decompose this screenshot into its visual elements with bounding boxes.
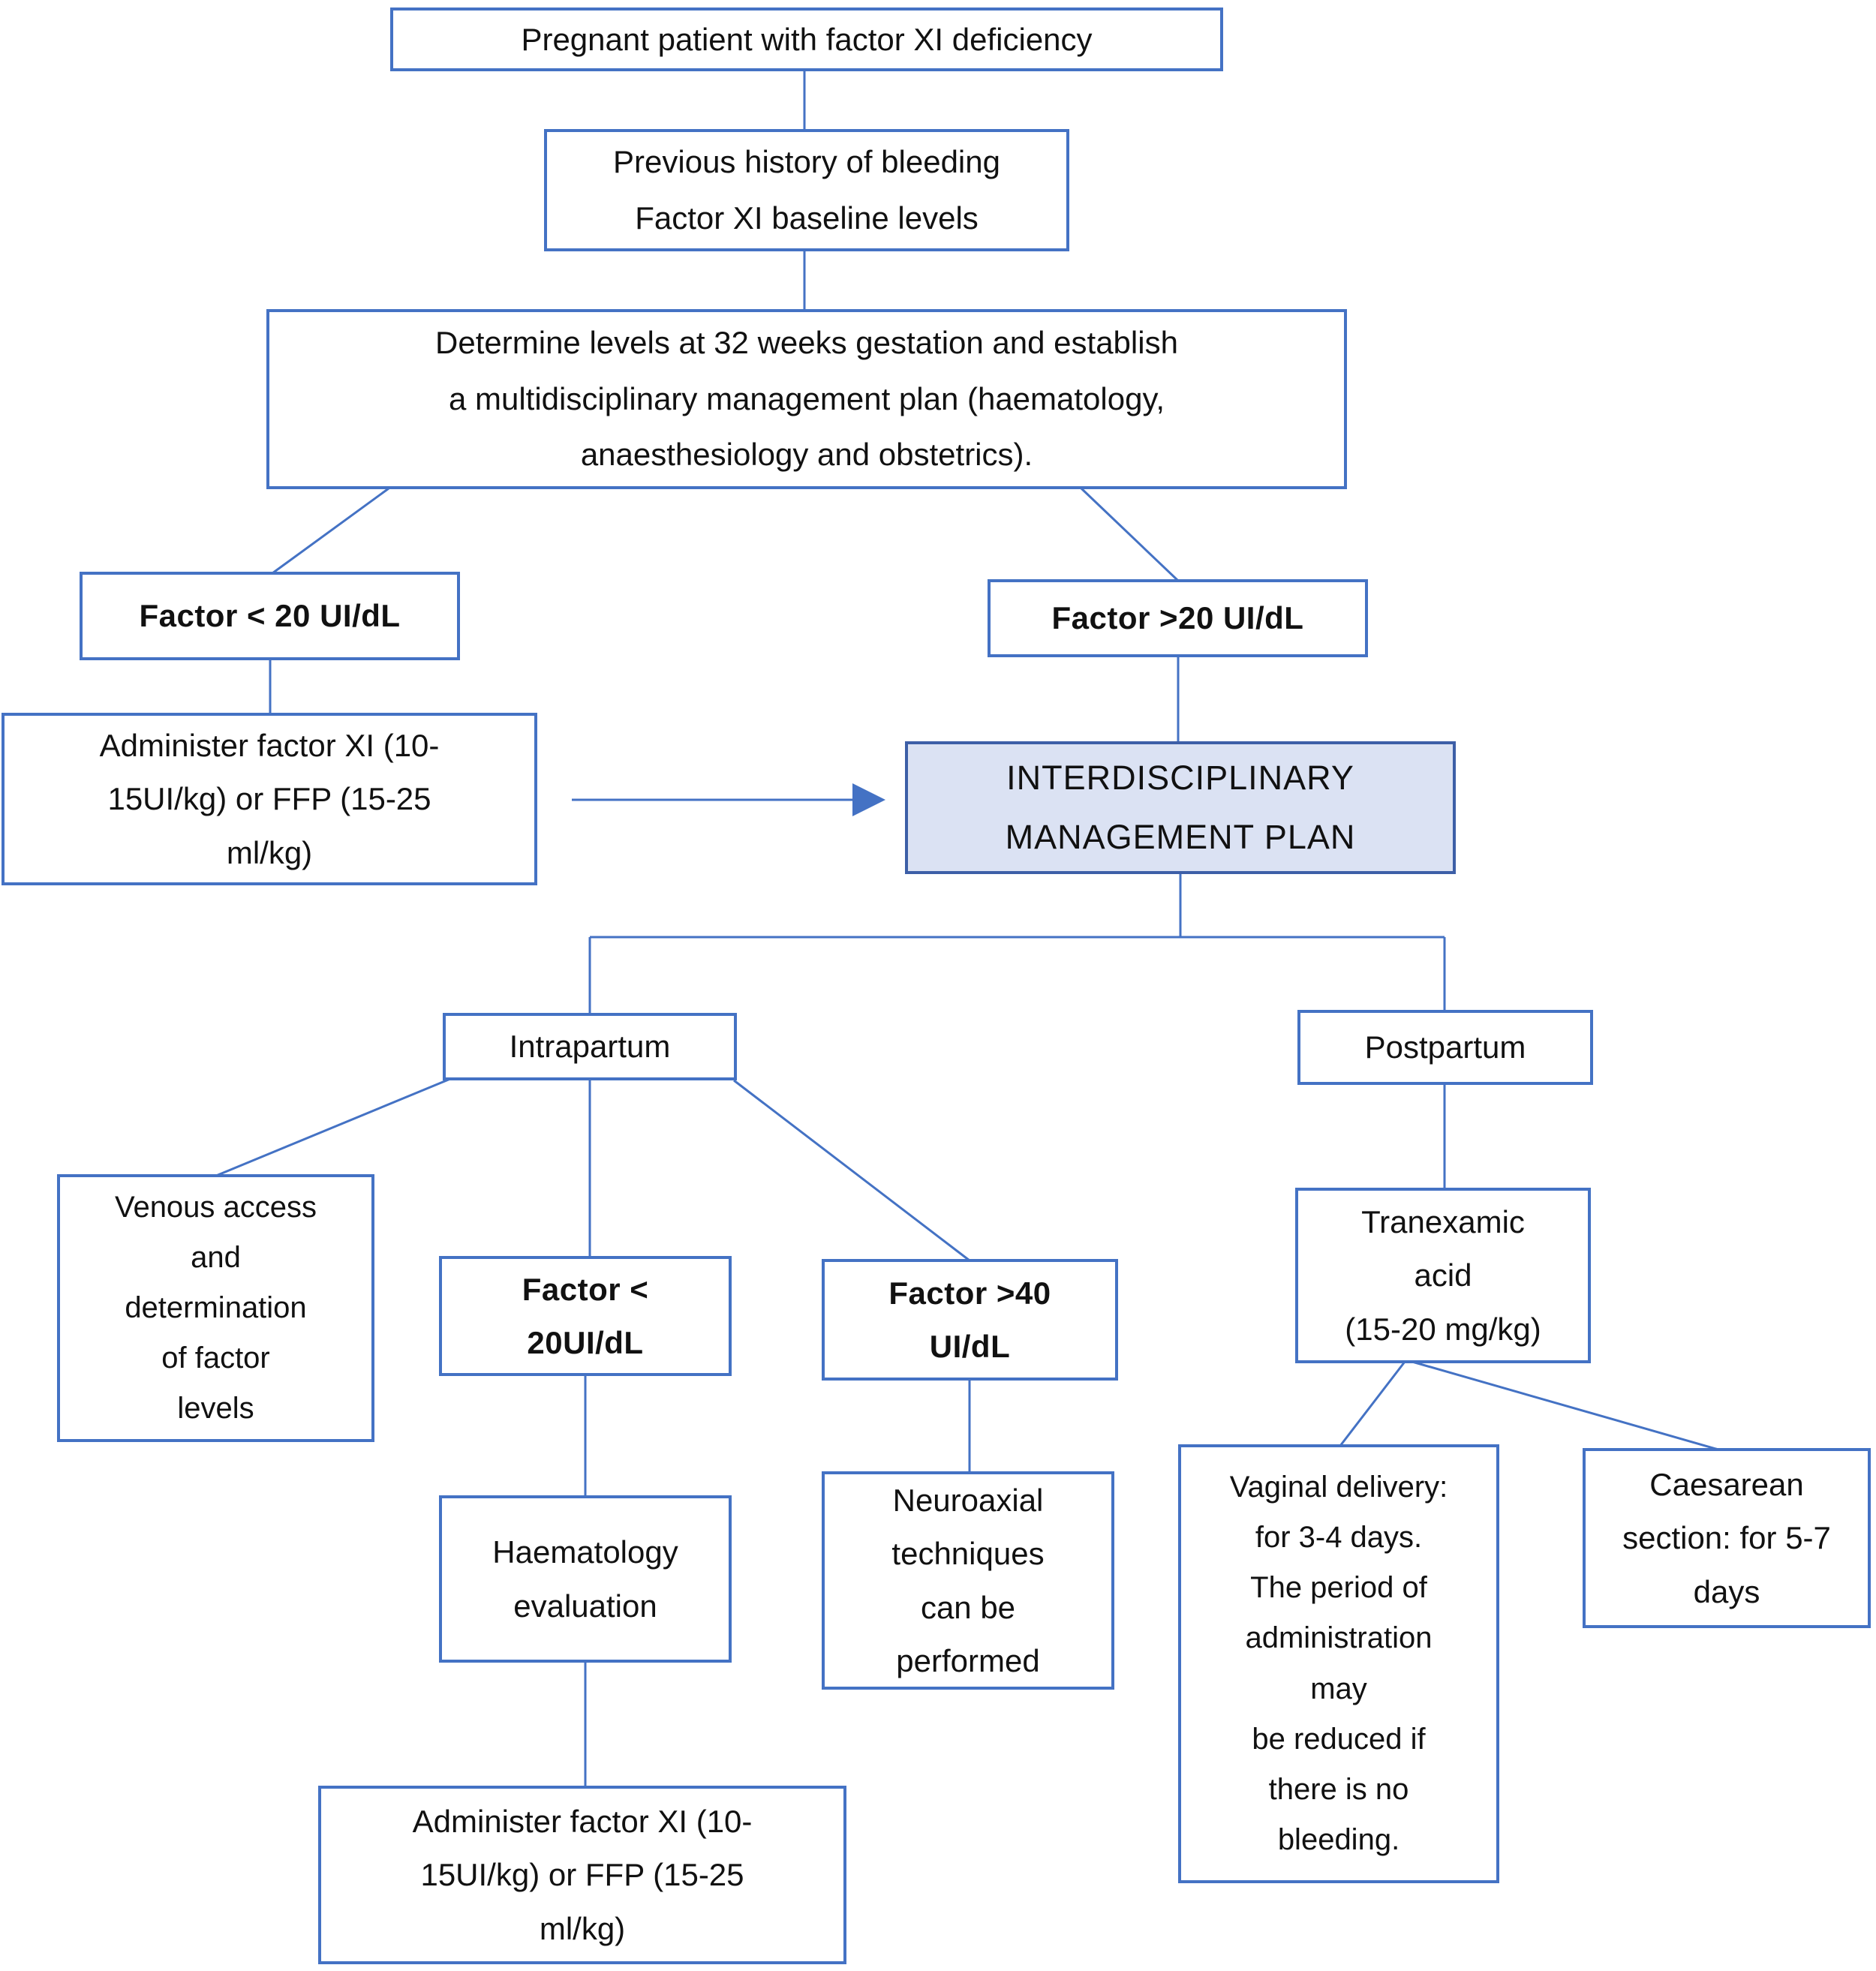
connector-intrapartum-venous — [215, 1077, 451, 1177]
connector-intrapartum-factor-gt40 — [733, 1079, 970, 1262]
node-interdisciplinary-plan: INTERDISCIPLINARY MANAGEMENT PLAN — [905, 741, 1456, 874]
node-factor-gt-20: Factor >20 UI/dL — [988, 579, 1368, 657]
node-administer-intrapartum: Administer factor XI (10- 15UI/kg) or FF… — [318, 1786, 846, 1964]
node-venous-access: Venous access and determination of facto… — [57, 1174, 374, 1442]
node-tranexamic-acid: Tranexamic acid (15-20 mg/kg) — [1295, 1188, 1591, 1363]
node-neuroaxial-techniques: Neuroaxial techniques can be performed — [822, 1471, 1114, 1690]
node-determine-levels: Determine levels at 32 weeks gestation a… — [266, 309, 1347, 489]
node-postpartum: Postpartum — [1297, 1010, 1593, 1085]
connector-tranexamic-caesarean — [1412, 1360, 1719, 1451]
node-factor-lt-20-intrapartum: Factor < 20UI/dL — [439, 1256, 732, 1376]
node-vaginal-delivery: Vaginal delivery: for 3-4 days. The peri… — [1178, 1444, 1499, 1883]
connector-determine-factor-gt20 — [1080, 487, 1180, 582]
connector-determine-factor-lt20 — [272, 487, 389, 575]
node-pregnant-patient: Pregnant patient with factor XI deficien… — [390, 8, 1223, 71]
node-intrapartum: Intrapartum — [443, 1013, 737, 1080]
connector-tranexamic-vaginal — [1339, 1361, 1406, 1447]
node-previous-history: Previous history of bleeding Factor XI b… — [544, 129, 1069, 251]
arrow-head-icon — [852, 783, 885, 816]
node-factor-gt-40: Factor >40 UI/dL — [822, 1259, 1118, 1381]
node-caesarean-section: Caesarean section: for 5-7 days — [1583, 1448, 1871, 1628]
node-administer-antepartum: Administer factor XI (10- 15UI/kg) or FF… — [2, 713, 537, 885]
node-factor-lt-20: Factor < 20 UI/dL — [80, 572, 460, 660]
node-haematology-evaluation: Haematology evaluation — [439, 1495, 732, 1663]
